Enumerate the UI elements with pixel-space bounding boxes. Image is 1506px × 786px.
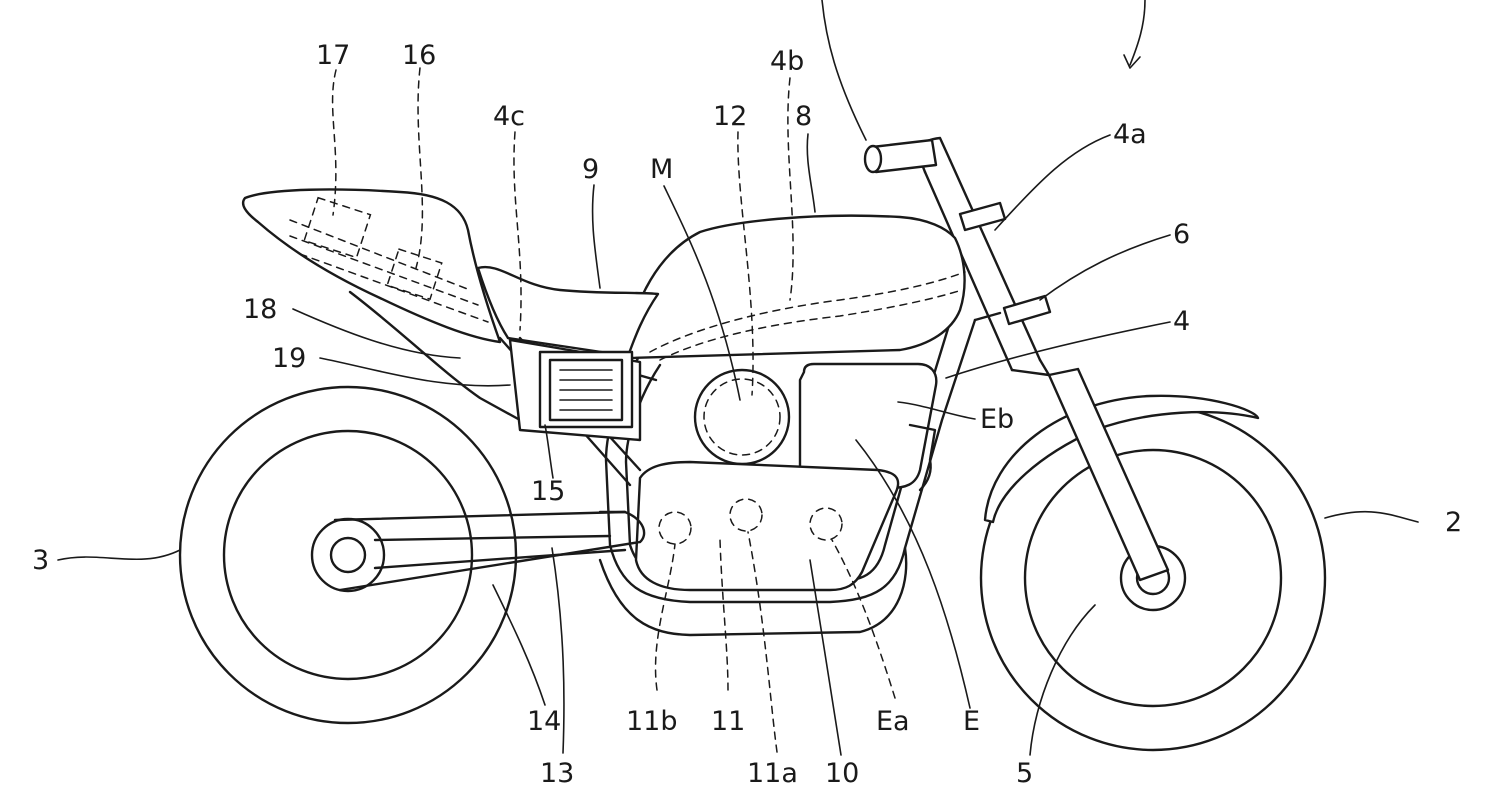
motor [693,368,791,466]
handlebar [863,136,952,174]
label-E: E [963,706,980,737]
label-14: 14 [527,706,561,737]
label-3: 3 [32,545,49,576]
label-4b: 4b [770,46,804,77]
label-12: 12 [713,101,747,132]
tail-internal-dashed [289,196,489,323]
label-4: 4 [1173,306,1190,337]
label-Ea: Ea [876,706,910,737]
label-19: 19 [272,343,306,374]
engine [798,362,938,490]
label-4c: 4c [493,101,525,132]
labels: 17 16 4b 4c 12 8 9 M 4a 6 4 18 19 Eb 15 … [32,40,1462,786]
label-2: 2 [1445,507,1462,538]
front-fork [923,158,1170,582]
control-box [508,338,642,442]
label-11b: 11b [626,706,678,737]
engine-side-cover [908,423,937,492]
label-11: 11 [711,706,745,737]
label-M: M [650,154,673,185]
label-17: 17 [316,40,350,71]
label-9: 9 [582,154,599,185]
label-5: 5 [1016,758,1033,786]
leader-lines [57,0,1419,756]
label-4a: 4a [1113,119,1147,150]
label-10: 10 [825,758,859,786]
label-8: 8 [795,101,812,132]
tail-cowl [241,188,502,344]
label-6: 6 [1173,219,1190,250]
label-13: 13 [540,758,574,786]
tank-interior-line-4b [649,271,966,353]
transmission-case [634,460,900,592]
label-Eb: Eb [980,404,1014,435]
label-16: 16 [402,40,436,71]
transmission-shafts [658,498,843,545]
front-fender [983,394,1260,524]
seat [476,265,660,358]
label-18: 18 [243,294,277,325]
rear-wheel [178,385,518,725]
label-11a: 11a [747,758,798,786]
tank-interior-line-4b-lower [659,289,963,361]
fuel-tank [626,214,966,360]
swingarm [333,510,646,592]
label-15: 15 [531,476,565,507]
